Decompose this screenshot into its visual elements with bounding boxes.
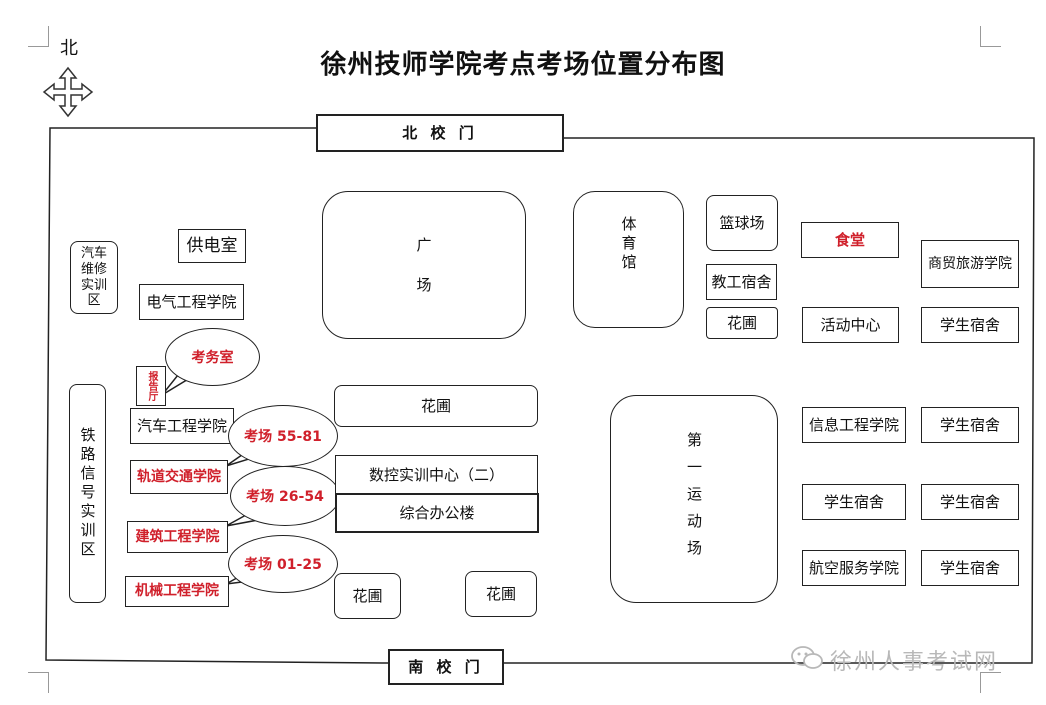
garden-right: 花圃 (706, 307, 778, 339)
lecture-hall-label: 报告厅 (146, 371, 157, 401)
first-sports-field: 第一运动场 (610, 395, 778, 603)
four-way-arrow-icon (42, 66, 94, 118)
wechat-icon (791, 646, 823, 669)
compass-label: 北 (60, 38, 78, 59)
sports-field-label: 第一运动场 (685, 431, 703, 567)
gymnasium: 体育馆 (573, 191, 684, 328)
aviation-service-college: 航空服务学院 (802, 550, 906, 586)
gymnasium-label: 体育馆 (619, 216, 638, 273)
auto-repair-label: 汽车维修实训区 (80, 246, 107, 309)
power-room: 供电室 (178, 229, 246, 263)
electrical-engineering-college: 电气工程学院 (139, 284, 244, 320)
exam-rooms-55-81-callout: 考场 55-81 (228, 405, 338, 467)
activity-center: 活动中心 (802, 307, 899, 343)
architecture-engineering-college: 建筑工程学院 (127, 521, 228, 553)
exam-rooms-26-54-callout: 考场 26-54 (230, 466, 340, 526)
basketball-court: 篮球场 (706, 195, 778, 251)
exam-office-callout: 考务室 (165, 328, 260, 386)
canteen: 食堂 (801, 222, 899, 258)
student-dormitory-1: 学生宿舍 (921, 307, 1019, 343)
crop-mark (980, 672, 1001, 693)
exam-rooms-01-25-callout: 考场 01-25 (228, 535, 338, 593)
information-engineering-college: 信息工程学院 (802, 407, 906, 443)
lecture-hall: 报告厅 (136, 366, 166, 406)
auto-engineering-college: 汽车工程学院 (130, 408, 234, 444)
student-dormitory-3: 学生宿舍 (802, 484, 906, 520)
staff-dormitory: 教工宿舍 (706, 264, 777, 300)
student-dormitory-5: 学生宿舍 (921, 550, 1019, 586)
square: 广 场 (322, 191, 526, 339)
crop-mark (28, 26, 49, 47)
business-tourism-college: 商贸旅游学院 (921, 240, 1019, 288)
student-dormitory-4: 学生宿舍 (921, 484, 1019, 520)
auto-repair-training-area: 汽车维修实训区 (70, 241, 118, 314)
mechanical-engineering-college: 机械工程学院 (125, 576, 229, 607)
railway-signal-training-area: 铁路信号实训区 (69, 384, 106, 603)
north-gate: 北 校 门 (316, 114, 564, 152)
crop-mark (980, 26, 1001, 47)
administration-building: 综合办公楼 (335, 493, 539, 533)
square-label-1: 广 (416, 236, 432, 254)
map-title: 徐州技师学院考点考场位置分布图 (320, 50, 726, 80)
garden-bottom-left: 花圃 (334, 573, 401, 619)
cnc-training-center-2: 数控实训中心（二） (335, 455, 538, 495)
square-label-2: 场 (416, 276, 432, 294)
garden-bottom-right: 花圃 (465, 571, 537, 617)
student-dormitory-2: 学生宿舍 (921, 407, 1019, 443)
garden-center: 花圃 (334, 385, 538, 427)
south-gate: 南 校 门 (388, 649, 504, 685)
crop-mark (28, 672, 49, 693)
rail-transit-college: 轨道交通学院 (130, 460, 228, 494)
railway-signal-label: 铁路信号实训区 (78, 427, 97, 560)
watermark-text: 徐州人事考试网 (830, 650, 999, 675)
